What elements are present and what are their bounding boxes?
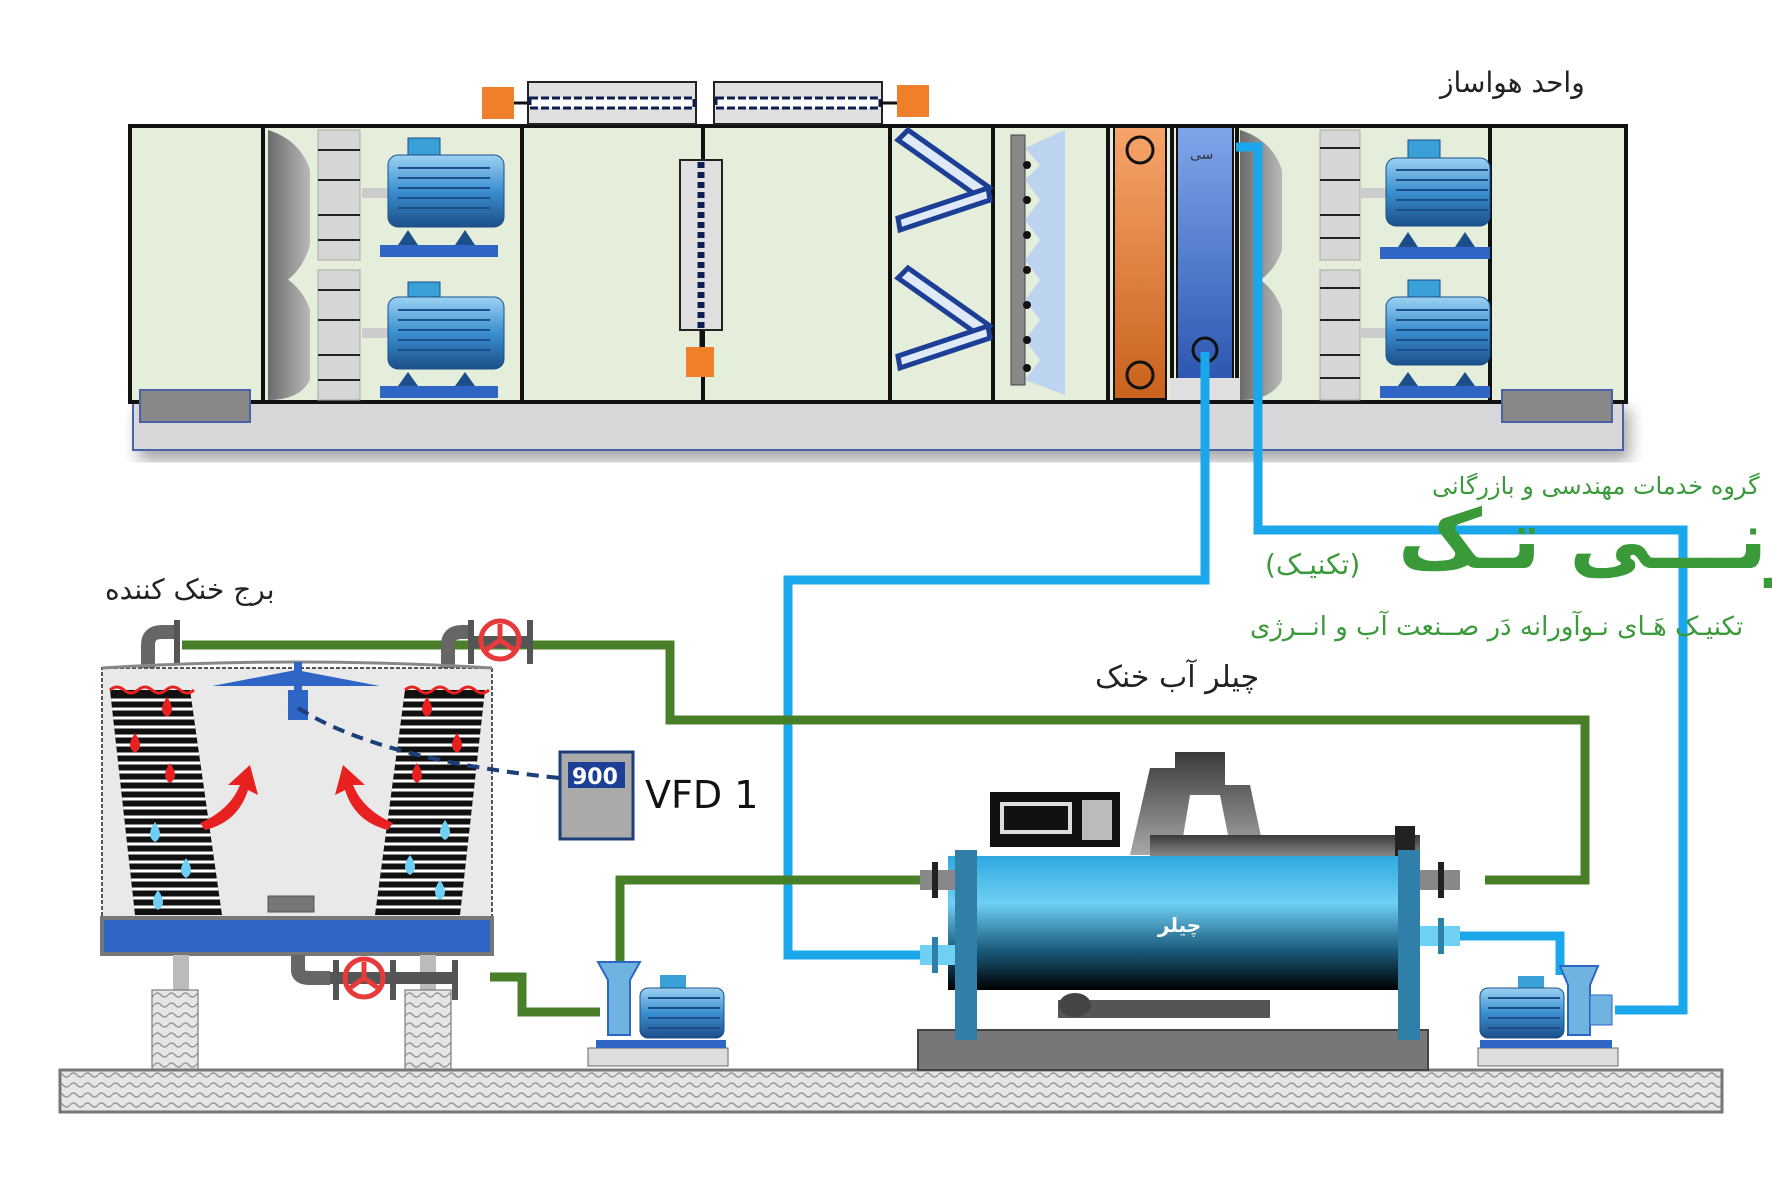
return-fan-lower [268, 269, 361, 401]
vfd-signal-line [296, 706, 561, 780]
cooling-tower [100, 618, 561, 1071]
ahu-base [132, 399, 1624, 451]
chilled-water-supply-pipe [783, 352, 1210, 960]
mixing-damper [679, 159, 723, 377]
condenser-water-pump[interactable] [587, 961, 729, 1067]
hot-water-droplets [130, 697, 462, 783]
outside-air-damper [482, 81, 929, 125]
valve-icon-upper [478, 618, 522, 662]
ahu-title: واحد هواساز [1440, 66, 1585, 99]
vfd-display-value: 900 [572, 765, 618, 790]
tower-footing-left [151, 989, 199, 1071]
chiller-body-label: چیلر [1158, 913, 1202, 937]
airflow-arrow-left [200, 765, 258, 830]
damper-actuator-left [482, 87, 514, 119]
cooling-coil-label: سی [1190, 147, 1214, 163]
condenser-pump-to-chiller-pipe [615, 875, 920, 975]
vfd-display [568, 762, 625, 788]
ahu-drain-pan-right [1501, 389, 1613, 423]
cooling-coil [1170, 126, 1258, 400]
ground-slab [58, 1068, 1724, 1114]
condenser-return-pipe [182, 640, 1590, 885]
return-fan-motor-lower [362, 281, 505, 398]
condenser-water-piping [182, 640, 1590, 1017]
heating-coil [1113, 126, 1167, 400]
humidifier-spray [1010, 130, 1065, 395]
chilled-water-return-pipe [1236, 142, 1688, 1015]
brand-name: ونـــی تـک [1398, 493, 1772, 588]
brand-tagline: تکنیـک هَـای نـوآورانه دَر صــنعت آب و ا… [1250, 612, 1744, 642]
cold-water-droplets [150, 820, 450, 910]
return-fan-upper [268, 129, 361, 290]
ahu-drain-pan-left [139, 389, 251, 423]
tower-basin [100, 916, 494, 956]
valve-icon-lower [342, 956, 386, 1000]
chilled-water-pump[interactable] [1477, 965, 1619, 1067]
chiller-skid [917, 1029, 1429, 1071]
air-handling-unit [128, 81, 1628, 451]
cooling-tower-title: برج خنک کننده [105, 573, 275, 606]
return-fan-motor-upper [362, 137, 505, 257]
damper-actuator-mixing [686, 347, 714, 377]
chiller-control-panel[interactable] [990, 792, 1120, 847]
vfd-label: VFD 1 [645, 773, 759, 817]
vfd-unit[interactable] [558, 750, 635, 841]
brand-group-line: گروه خدمات مهندسی و بازرگانی [1432, 472, 1760, 500]
damper-actuator-right [897, 85, 929, 117]
airflow-arrow-right [335, 765, 393, 830]
brand-subtitle: (تکنیـک) [1265, 548, 1361, 581]
ahu-body [128, 124, 1628, 404]
pleated-filter [894, 126, 994, 372]
chiller-title: چیلر آب خنک [1095, 660, 1260, 695]
condenser-supply-pipe [490, 972, 600, 1017]
tower-footing-right [404, 989, 452, 1071]
water-cooled-chiller[interactable] [917, 752, 1460, 1071]
